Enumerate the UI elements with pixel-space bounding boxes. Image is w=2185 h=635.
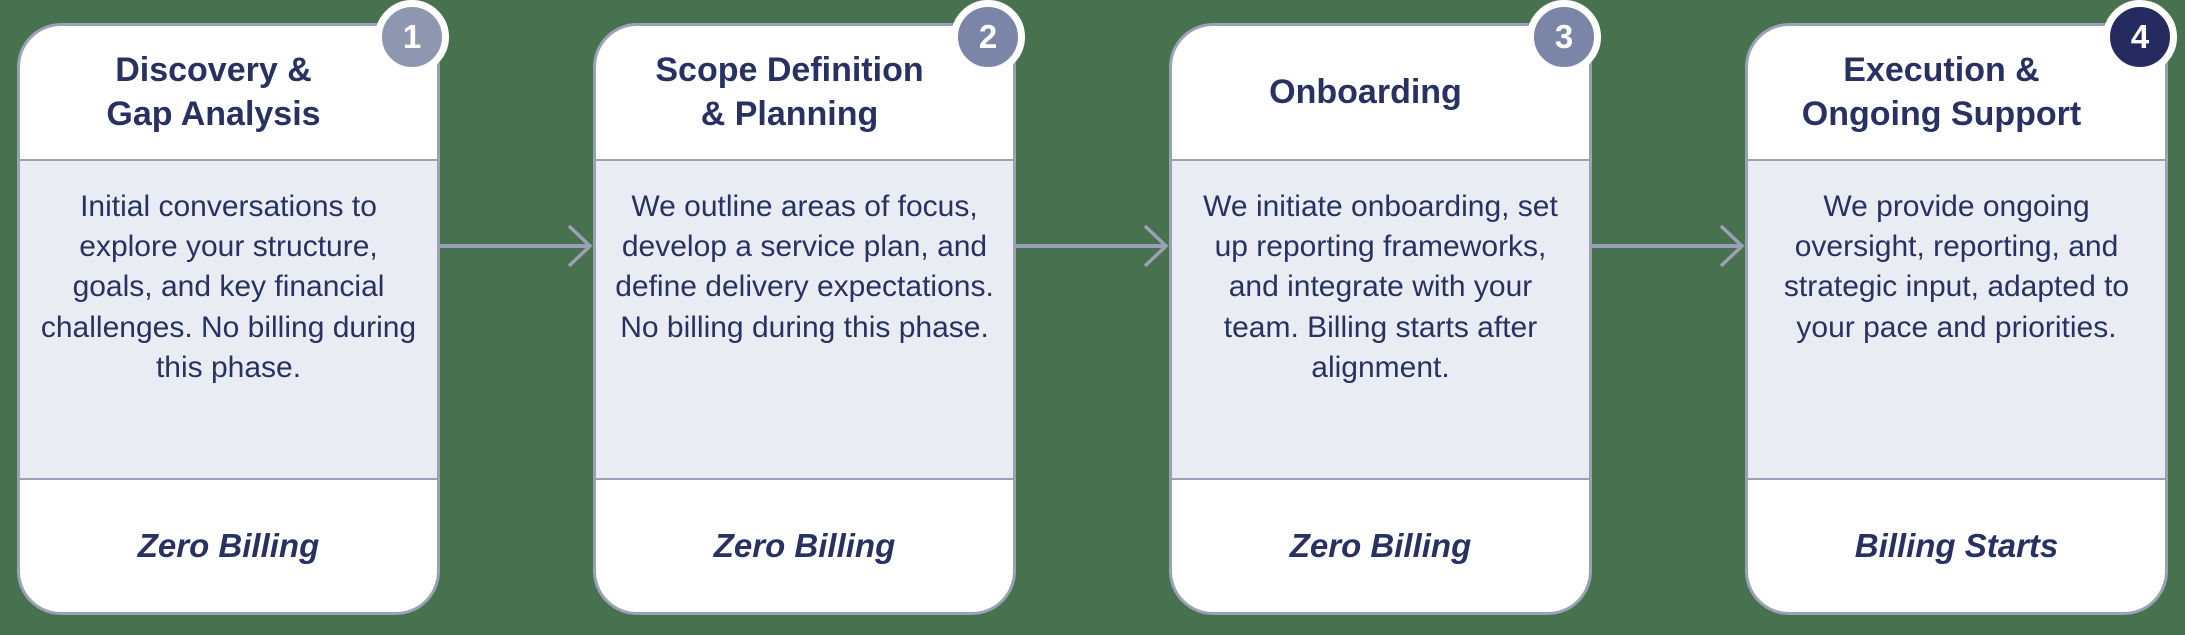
- step-card-execution: 4 Execution & Ongoing Support We provide…: [1745, 0, 2177, 615]
- step-title: Discovery & Gap Analysis: [106, 50, 321, 133]
- step-number-badge: 1: [375, 0, 449, 74]
- step-title: Onboarding: [1269, 72, 1462, 111]
- step-description: We provide ongoing oversight, reporting,…: [1748, 159, 2165, 480]
- step-description: We outline areas of focus, develop a ser…: [596, 159, 1013, 480]
- step-number: 1: [402, 18, 422, 55]
- step-card-onboarding: 3 Onboarding We initiate onboarding, set…: [1169, 0, 1601, 615]
- step-number: 3: [1554, 18, 1574, 55]
- connector-2: [1016, 23, 1169, 615]
- arrow-right-icon: [1016, 224, 1169, 268]
- connector-1: [440, 23, 593, 615]
- step-billing-status: Zero Billing: [713, 527, 896, 564]
- step-description: We initiate onboarding, set up reporting…: [1172, 159, 1589, 480]
- step-number: 2: [978, 18, 998, 55]
- step-billing-status: Billing Starts: [1854, 527, 2059, 564]
- step-card-scope: 2 Scope Definition & Planning We outline…: [593, 0, 1025, 615]
- step-number-badge: 2: [951, 0, 1025, 74]
- step-number-badge: 4: [2103, 0, 2177, 74]
- step-number: 4: [2130, 18, 2150, 55]
- step-description: Initial conversations to explore your st…: [20, 159, 437, 480]
- step-title: Execution & Ongoing Support: [1801, 50, 2082, 133]
- step-card-discovery: 1 Discovery & Gap Analysis Initial conve…: [17, 0, 449, 615]
- step-number-badge: 3: [1527, 0, 1601, 74]
- step-title: Scope Definition & Planning: [655, 50, 924, 133]
- connector-3: [1592, 23, 1745, 615]
- step-billing-status: Zero Billing: [137, 527, 320, 564]
- arrow-right-icon: [1592, 224, 1745, 268]
- arrow-right-icon: [440, 224, 593, 268]
- step-billing-status: Zero Billing: [1289, 527, 1472, 564]
